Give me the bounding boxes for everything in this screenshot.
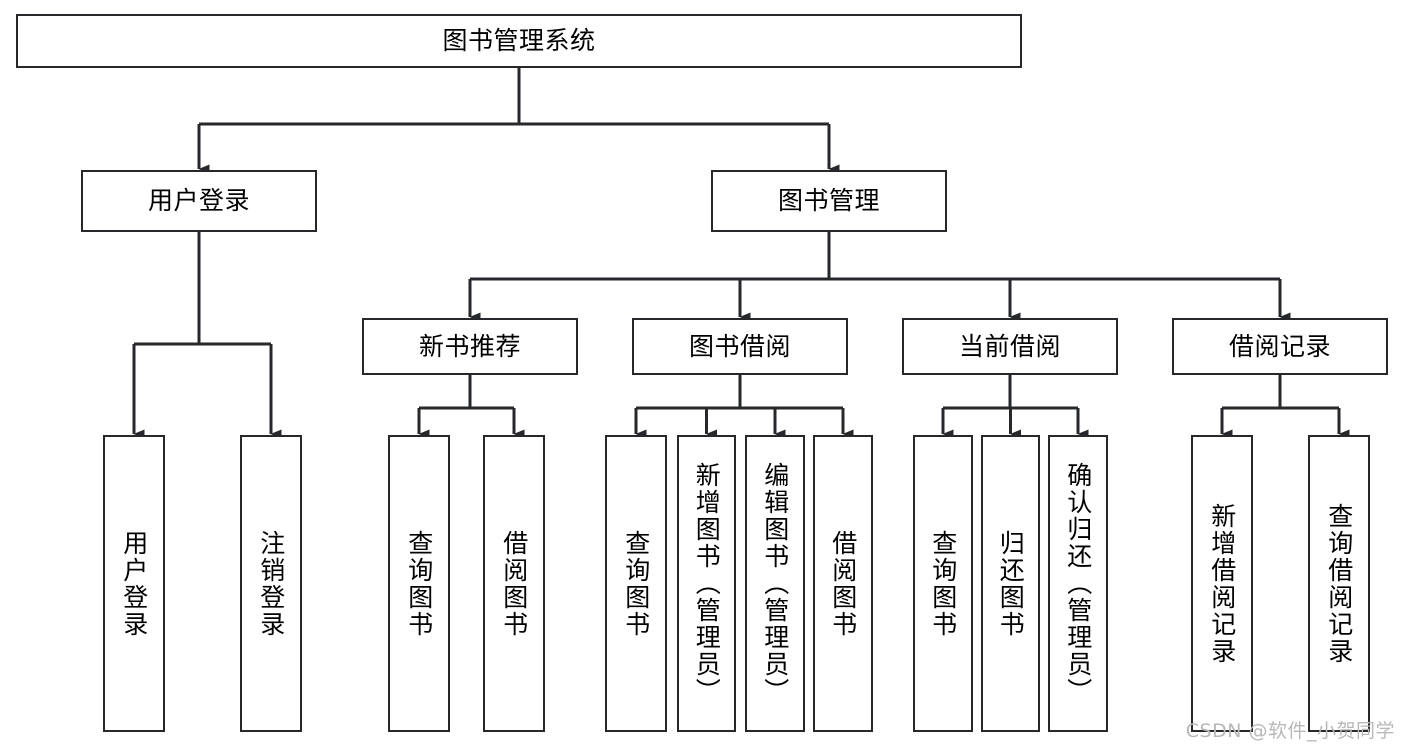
node-leaf-confirm-return-admin[interactable]: 确认归还（管理员） xyxy=(1048,435,1108,732)
node-leaf-borrow-book[interactable]: 借阅图书 xyxy=(813,435,873,732)
node-leaf-return-book[interactable]: 归还图书 xyxy=(981,435,1040,732)
node-label: 查询图书 xyxy=(621,529,651,638)
node-label: 查询借阅记录 xyxy=(1324,502,1354,665)
node-label: 编辑图书（管理员） xyxy=(760,462,790,705)
node-user-login-module[interactable]: 用户登录 xyxy=(81,170,317,232)
node-label: 借阅图书 xyxy=(499,529,529,638)
node-label: 确认归还（管理员） xyxy=(1063,462,1093,705)
node-leaf-query-books[interactable]: 查询图书 xyxy=(605,435,667,732)
node-leaf-query-borrow-record[interactable]: 查询借阅记录 xyxy=(1308,435,1370,732)
csdn-watermark: CSDN @软件_小贺同学 xyxy=(1185,720,1395,742)
node-label: 归还图书 xyxy=(996,529,1026,638)
node-label: 查询图书 xyxy=(404,529,434,638)
node-label: 注销登录 xyxy=(256,529,286,638)
node-current-borrow[interactable]: 当前借阅 xyxy=(902,318,1118,375)
node-root[interactable]: 图书管理系统 xyxy=(16,14,1022,68)
node-leaf-logout[interactable]: 注销登录 xyxy=(240,435,302,732)
node-borrow-records[interactable]: 借阅记录 xyxy=(1172,318,1388,375)
node-book-borrow[interactable]: 图书借阅 xyxy=(632,318,848,375)
node-leaf-add-borrow-record[interactable]: 新增借阅记录 xyxy=(1191,435,1253,732)
node-new-book-recommend[interactable]: 新书推荐 xyxy=(362,318,578,375)
node-label: 借阅图书 xyxy=(828,529,858,638)
node-leaf-edit-book-admin[interactable]: 编辑图书（管理员） xyxy=(745,435,805,732)
node-label: 用户登录 xyxy=(119,529,149,638)
node-label: 查询图书 xyxy=(928,529,958,638)
node-label: 新书推荐 xyxy=(418,331,521,361)
node-label: 新增图书（管理员） xyxy=(692,462,722,705)
node-label: 用户登录 xyxy=(147,186,250,216)
node-leaf-query-books-recommend[interactable]: 查询图书 xyxy=(388,435,450,732)
node-label: 借阅记录 xyxy=(1228,331,1331,361)
node-leaf-query-books-current[interactable]: 查询图书 xyxy=(913,435,973,732)
node-label: 图书管理系统 xyxy=(442,26,596,56)
node-leaf-borrow-books-recommend[interactable]: 借阅图书 xyxy=(483,435,545,732)
node-book-management-module[interactable]: 图书管理 xyxy=(711,170,947,232)
node-label: 新增借阅记录 xyxy=(1207,502,1237,665)
node-label: 图书借阅 xyxy=(688,331,791,361)
node-leaf-add-book-admin[interactable]: 新增图书（管理员） xyxy=(677,435,736,732)
node-label: 图书管理 xyxy=(777,186,880,216)
node-leaf-user-login[interactable]: 用户登录 xyxy=(103,435,165,732)
node-label: 当前借阅 xyxy=(958,331,1061,361)
